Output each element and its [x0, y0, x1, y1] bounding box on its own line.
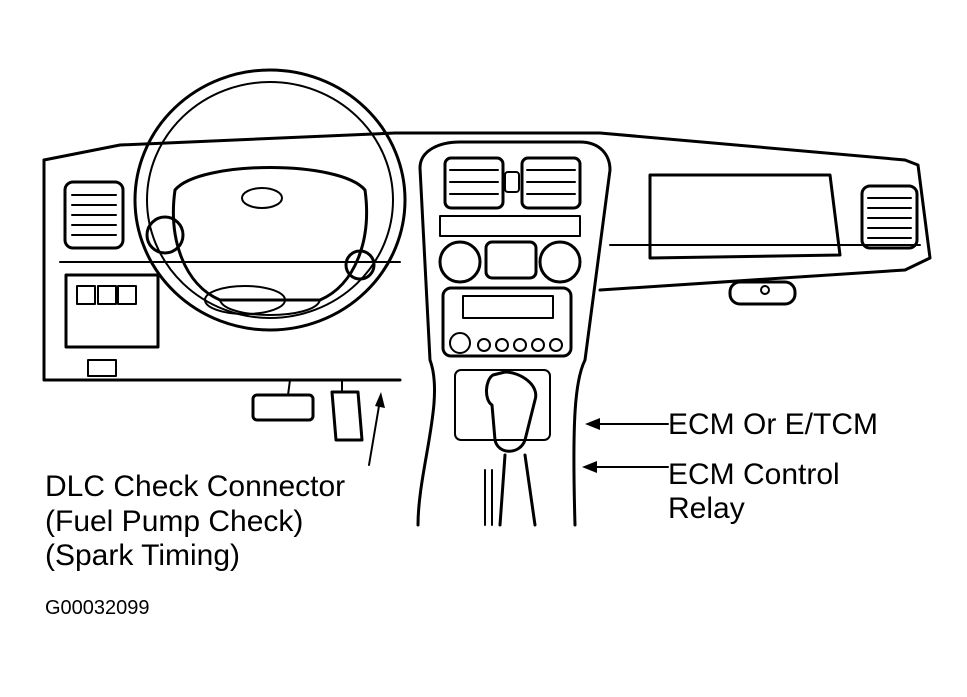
- callout-arrows: [368, 392, 669, 473]
- dashboard-outline: [42, 131, 932, 382]
- left-air-vent: [63, 180, 125, 250]
- center-stack: [416, 140, 612, 527]
- dlc-label-line2: (Fuel Pump Check): [45, 505, 304, 538]
- left-switch-panel: [64, 273, 160, 377]
- pedals: [251, 379, 364, 442]
- gear-shifter: [484, 370, 538, 527]
- relay-label-line2: Relay: [668, 492, 745, 525]
- relay-label-line1: ECM Control: [668, 458, 840, 491]
- ecm-tcm-label: ECM Or E/TCM: [668, 408, 878, 441]
- right-air-vent: [860, 184, 919, 250]
- figure-id: G00032099: [45, 597, 150, 619]
- dlc-label-line3: (Spark Timing): [45, 539, 241, 572]
- glove-box: [609, 173, 921, 306]
- steering-wheel: [133, 68, 407, 332]
- dlc-label-line1: DLC Check Connector: [45, 470, 346, 503]
